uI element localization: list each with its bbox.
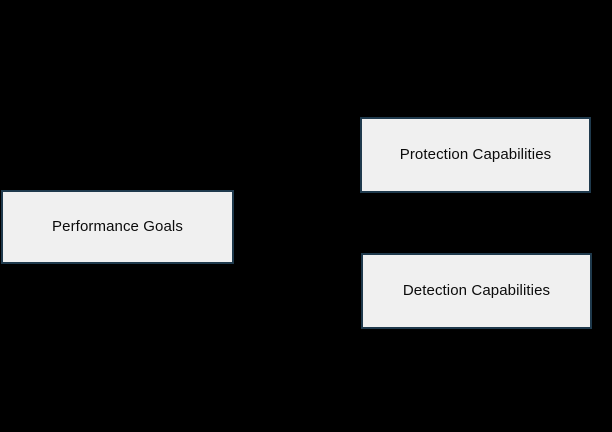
node-label: Protection Capabilities	[399, 146, 552, 163]
node-protection-capabilities[interactable]: Protection Capabilities	[360, 117, 591, 193]
node-detection-capabilities[interactable]: Detection Capabilities	[361, 253, 592, 329]
node-label: Performance Goals	[52, 218, 183, 235]
node-label: Detection Capabilities	[402, 282, 551, 299]
node-performance-goals[interactable]: Performance Goals	[1, 190, 234, 264]
